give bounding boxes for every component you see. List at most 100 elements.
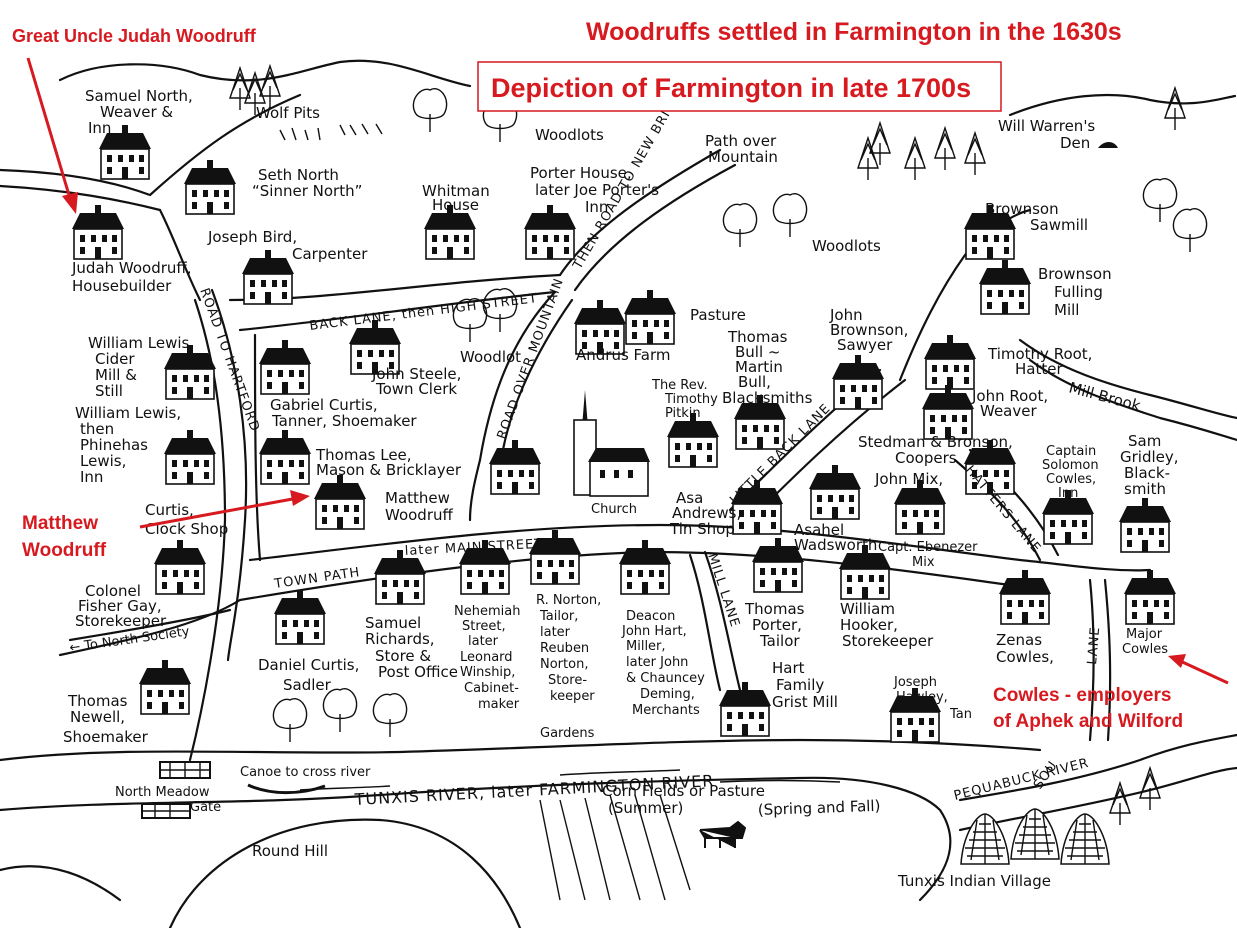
lewis-inn-label-3: Phinehas <box>80 436 148 454</box>
mill-lane-e <box>703 550 742 692</box>
norton-label-1: R. Norton, <box>536 593 601 608</box>
stedman-label-2: Coopers <box>895 449 957 467</box>
pine-tree-icon <box>1164 87 1186 131</box>
john-root-label-1: John Root, <box>971 387 1048 405</box>
john-brownson-label-1: John <box>829 306 863 324</box>
richards-label-3: Store & <box>375 647 431 665</box>
andrus-label: Andrus Farm <box>576 346 671 364</box>
hooker-label-3: Storekeeper <box>842 632 934 650</box>
major-cowles-house-icon <box>1123 569 1177 625</box>
path-over-label-1: Path over <box>705 132 777 150</box>
thomas-lee-label-2: Mason & Bricklayer <box>316 461 462 479</box>
hooker-label-2: Hooker, <box>840 616 898 634</box>
lewis-cider-label-1: William Lewis, <box>88 334 194 352</box>
norton-label-2: Tailor, <box>539 609 578 624</box>
hart-label-1: Deacon <box>626 609 675 624</box>
hart-label-3: Miller, <box>626 639 666 654</box>
hawley-label-1: Joseph <box>893 675 937 690</box>
thomas-newell-house-icon <box>138 659 192 715</box>
samuel-north-label-3: Inn <box>88 119 111 137</box>
sam-gridley-house-icon <box>1118 497 1172 553</box>
road-top-left-2 <box>0 184 202 302</box>
richards-label-1: Samuel <box>365 614 421 632</box>
porter-house-label-1: Porter House, <box>530 164 632 182</box>
daniel-curtis-house-icon <box>273 589 327 645</box>
brownson-sawmill-label-1: Brownson <box>985 200 1059 218</box>
corn-fields-label-1: Corn Fields or Pasture <box>602 782 765 800</box>
bull-label-3: Martin <box>735 358 783 376</box>
road-top-left <box>0 93 302 197</box>
norton-label-3: later <box>540 625 571 640</box>
back-lane-label: BACK LANE, then HIGH STREET <box>309 291 539 334</box>
norton-label-5: Norton, <box>540 657 588 672</box>
judah-woodruff-house-icon <box>71 204 125 260</box>
arrow-to-matthew-icon <box>139 490 310 529</box>
porter-house-label-2: later Joe Porter's <box>535 181 659 199</box>
church-icon <box>573 390 650 497</box>
richards-label-4: Post Office <box>378 663 458 681</box>
great-uncle-judah-annotation: Great Uncle Judah Woodruff <box>12 26 257 46</box>
west-lower-road <box>68 608 232 642</box>
norton-label-7: keeper <box>550 689 595 704</box>
capt-cowles-label-1: Captain <box>1046 444 1096 459</box>
wigwam-icon <box>1060 813 1110 865</box>
round-tree-icon <box>722 203 758 248</box>
whitman-label-2: House <box>432 196 479 214</box>
gabriel-curtis-house-icon <box>258 339 312 395</box>
pine-tree-icon <box>964 132 986 176</box>
mill-brook-label: Mill Brook <box>1067 378 1143 414</box>
pine-tree-icon <box>259 65 281 109</box>
mill-brook-2 <box>1028 358 1237 442</box>
round-tree-icon <box>372 693 408 738</box>
tunxis-village-label: Tunxis Indian Village <box>897 872 1051 890</box>
norton-label-4: Reuben <box>540 641 589 656</box>
thomas-lee-label-1: Thomas Lee, <box>315 446 412 464</box>
judah-label-1: Judah Woodruff, <box>71 259 192 277</box>
round-hill-outline <box>168 818 522 928</box>
asahel-label-2: Wadsworth <box>794 536 877 554</box>
pine-tree-icon <box>1139 767 1161 811</box>
fisher-label-1: Colonel <box>85 582 141 600</box>
brownson-fulling-mill-icon <box>978 259 1032 315</box>
brownson-sawmill-label-2: Sawmill <box>1030 216 1088 234</box>
main-street-label: later MAIN STREET <box>404 537 543 559</box>
mill-lane-w <box>688 553 722 692</box>
john-brownson-label-2: Brownson, <box>830 321 908 339</box>
whitman-label-1: Whitman <box>422 182 490 200</box>
brownson-fulling-label-1: Brownson <box>1038 265 1112 283</box>
deacon-hart-house-icon <box>618 539 672 595</box>
will-warren-label-1: Will Warren's <box>998 117 1095 135</box>
cowles-annotation-1: Cowles - employers <box>993 685 1171 706</box>
matthew-label-2: Woodruff <box>385 506 454 524</box>
thomas-lee-house-icon <box>258 429 312 485</box>
new-britain-road-e <box>573 163 737 292</box>
pitkin-label-2: Timothy <box>664 392 718 407</box>
joseph-bird-label-1: Joseph Bird, <box>207 228 297 246</box>
round-tree-icon <box>1172 208 1208 253</box>
town-path-loop <box>253 333 262 562</box>
bull-label-2: Bull ~ <box>735 343 780 361</box>
norton-label-6: Store- <box>548 673 587 688</box>
ebenezer-label-2: Mix <box>912 555 935 570</box>
wigwam-icon <box>1010 808 1060 860</box>
john-mix-label: John Mix, <box>874 470 943 488</box>
title-box: Depiction of Farmington in late 1700s <box>477 61 1002 112</box>
newell-label-3: Shoemaker <box>63 728 149 746</box>
asa-label-1: Asa <box>676 489 703 507</box>
pine-tree-icon <box>1109 782 1131 826</box>
canoe-icon <box>247 783 326 795</box>
lewis-inn-label-1: William Lewis, <box>75 404 181 422</box>
porter-house-icon <box>523 204 577 260</box>
daniel-curtis-label-2: Sadler <box>283 676 332 694</box>
asahel-wadsworth-house-icon <box>808 464 862 520</box>
ebenezer-label-1: Capt. Ebenezer <box>878 540 978 555</box>
nehemiah-label-2: Street, <box>462 619 506 634</box>
lewis-inn-label-5: Inn <box>80 468 103 486</box>
stedman-label-1: Stedman & Bronson, <box>858 433 1013 451</box>
daniel-curtis-label-1: Daniel Curtis, <box>258 656 359 674</box>
gardens-label: Gardens <box>540 726 595 741</box>
richards-label-2: Richards, <box>365 630 435 648</box>
arrow-to-judah-icon <box>26 57 78 214</box>
lewis-cider-label-2: Cider <box>95 350 135 368</box>
cattle-icon <box>699 820 747 848</box>
